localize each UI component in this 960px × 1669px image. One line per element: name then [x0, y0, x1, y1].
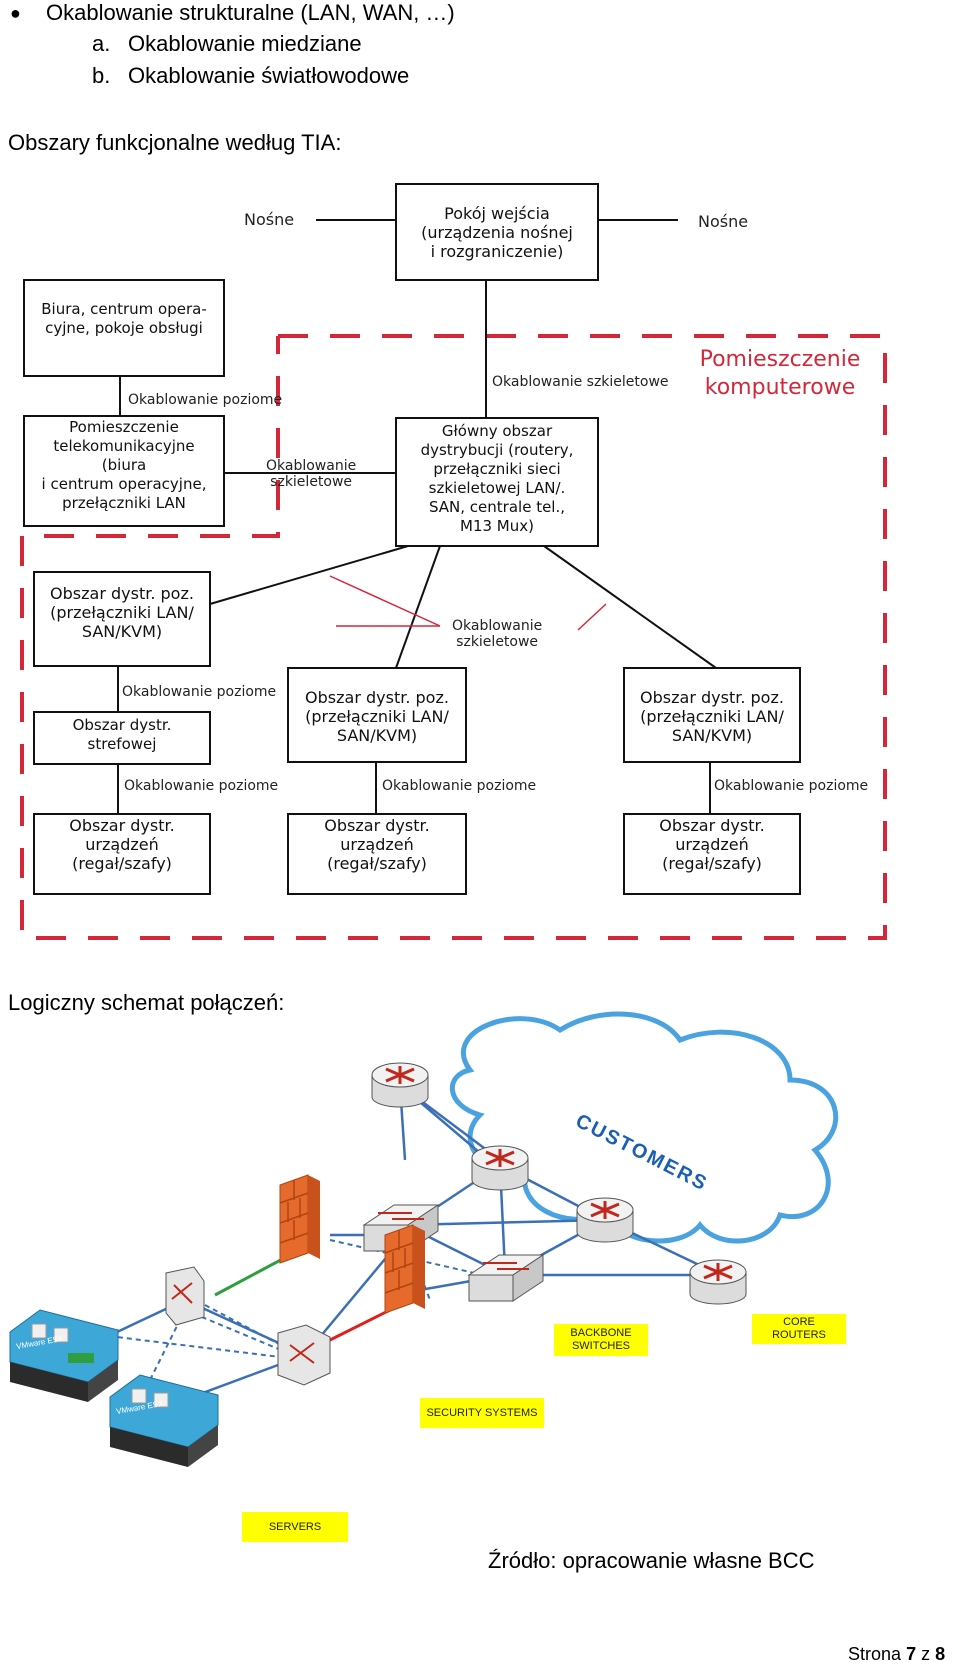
bullet-dot: ●: [10, 3, 21, 23]
zone-box: [33, 711, 211, 765]
backbone-hda-mid-line: [395, 545, 441, 669]
backbone-label-top: Okablowanie szkieletowe: [492, 374, 669, 390]
eda-left-box: [33, 813, 211, 895]
servers-label: SERVERS: [242, 1512, 348, 1542]
green-link: [214, 1253, 291, 1297]
list-marker-a: a.: [92, 31, 111, 56]
main-distribution-box: [395, 417, 599, 547]
entrance-room-box: [395, 183, 599, 281]
telecom-room-box: [23, 415, 225, 527]
switch-icon: [165, 1266, 205, 1326]
firewall-icon: [279, 1174, 320, 1264]
offices-box: [23, 279, 225, 377]
source-caption: Źródło: opracowanie własne BCC: [488, 1548, 815, 1573]
list-item-structured-cabling: Okablowanie strukturalne (LAN, WAN, …): [46, 0, 455, 25]
network-diagram: [9, 1011, 839, 1467]
eda-left-text: Obszar dystr.urządzeń(regał/szafy): [69, 816, 175, 873]
hda-right-text: Obszar dystr. poz.(przełączniki LAN/SAN/…: [640, 688, 784, 745]
server-link-icon: [68, 1353, 94, 1363]
server-icon: [109, 1374, 219, 1467]
hda-left-text: Obszar dystr. poz.(przełączniki LAN/SAN/…: [50, 584, 194, 641]
section-title-tia: Obszary funkcjonalne według TIA:: [8, 130, 342, 155]
carrier-right-label: Nośne: [698, 212, 749, 231]
list-marker-b: b.: [92, 63, 111, 88]
eda-mid-text: Obszar dystr.urządzeń(regał/szafy): [324, 816, 430, 873]
computer-room-border: [20, 334, 887, 940]
eda-right-text: Obszar dystr.urządzeń(regał/szafy): [659, 816, 765, 873]
page-number: Strona 7 z 8: [848, 1644, 946, 1664]
backbone-hda-left-line: [209, 545, 409, 605]
backbone-hda-right-line: [543, 545, 717, 669]
router-icon: [371, 1062, 429, 1108]
horizontal-label-left1: Okablowanie poziome: [122, 684, 277, 700]
red-link: [329, 1308, 391, 1342]
horizontal-label-left2: Okablowanie poziome: [124, 778, 279, 794]
switch-icon: [277, 1324, 331, 1386]
backbone-pointer-lines: [329, 575, 607, 631]
list-item-copper: Okablowanie miedziane: [128, 31, 362, 56]
hda-left-box: [33, 571, 211, 667]
firewall-icon: [384, 1224, 425, 1314]
router-icon: [576, 1197, 634, 1243]
eda-right-box: [623, 813, 801, 895]
switch-icon: [467, 1254, 545, 1302]
horizontal-label-mid: Okablowanie poziome: [382, 778, 537, 794]
server-icon: [9, 1309, 119, 1402]
section-title-logical: Logiczny schemat połączeń:: [8, 990, 285, 1015]
horizontal-label-right: Okablowanie poziome: [714, 778, 869, 794]
carrier-left-label: Nośne: [244, 210, 295, 229]
router-icon: [471, 1145, 529, 1191]
security-systems-label: SECURITY SYSTEMS: [420, 1398, 544, 1428]
hda-right-box: [623, 667, 801, 763]
offices-text: Biura, centrum opera-cyjne, pokoje obsłu…: [41, 300, 207, 337]
hda-mid-text: Obszar dystr. poz.(przełączniki LAN/SAN/…: [305, 688, 449, 745]
customers-cloud: [450, 1011, 839, 1244]
list-item-fiber: Okablowanie światłowodowe: [128, 63, 410, 88]
horizontal-label-top: Okablowanie poziome: [128, 392, 283, 408]
router-icon: [689, 1259, 747, 1305]
zone-text: Obszar dystr.strefowej: [72, 716, 172, 753]
